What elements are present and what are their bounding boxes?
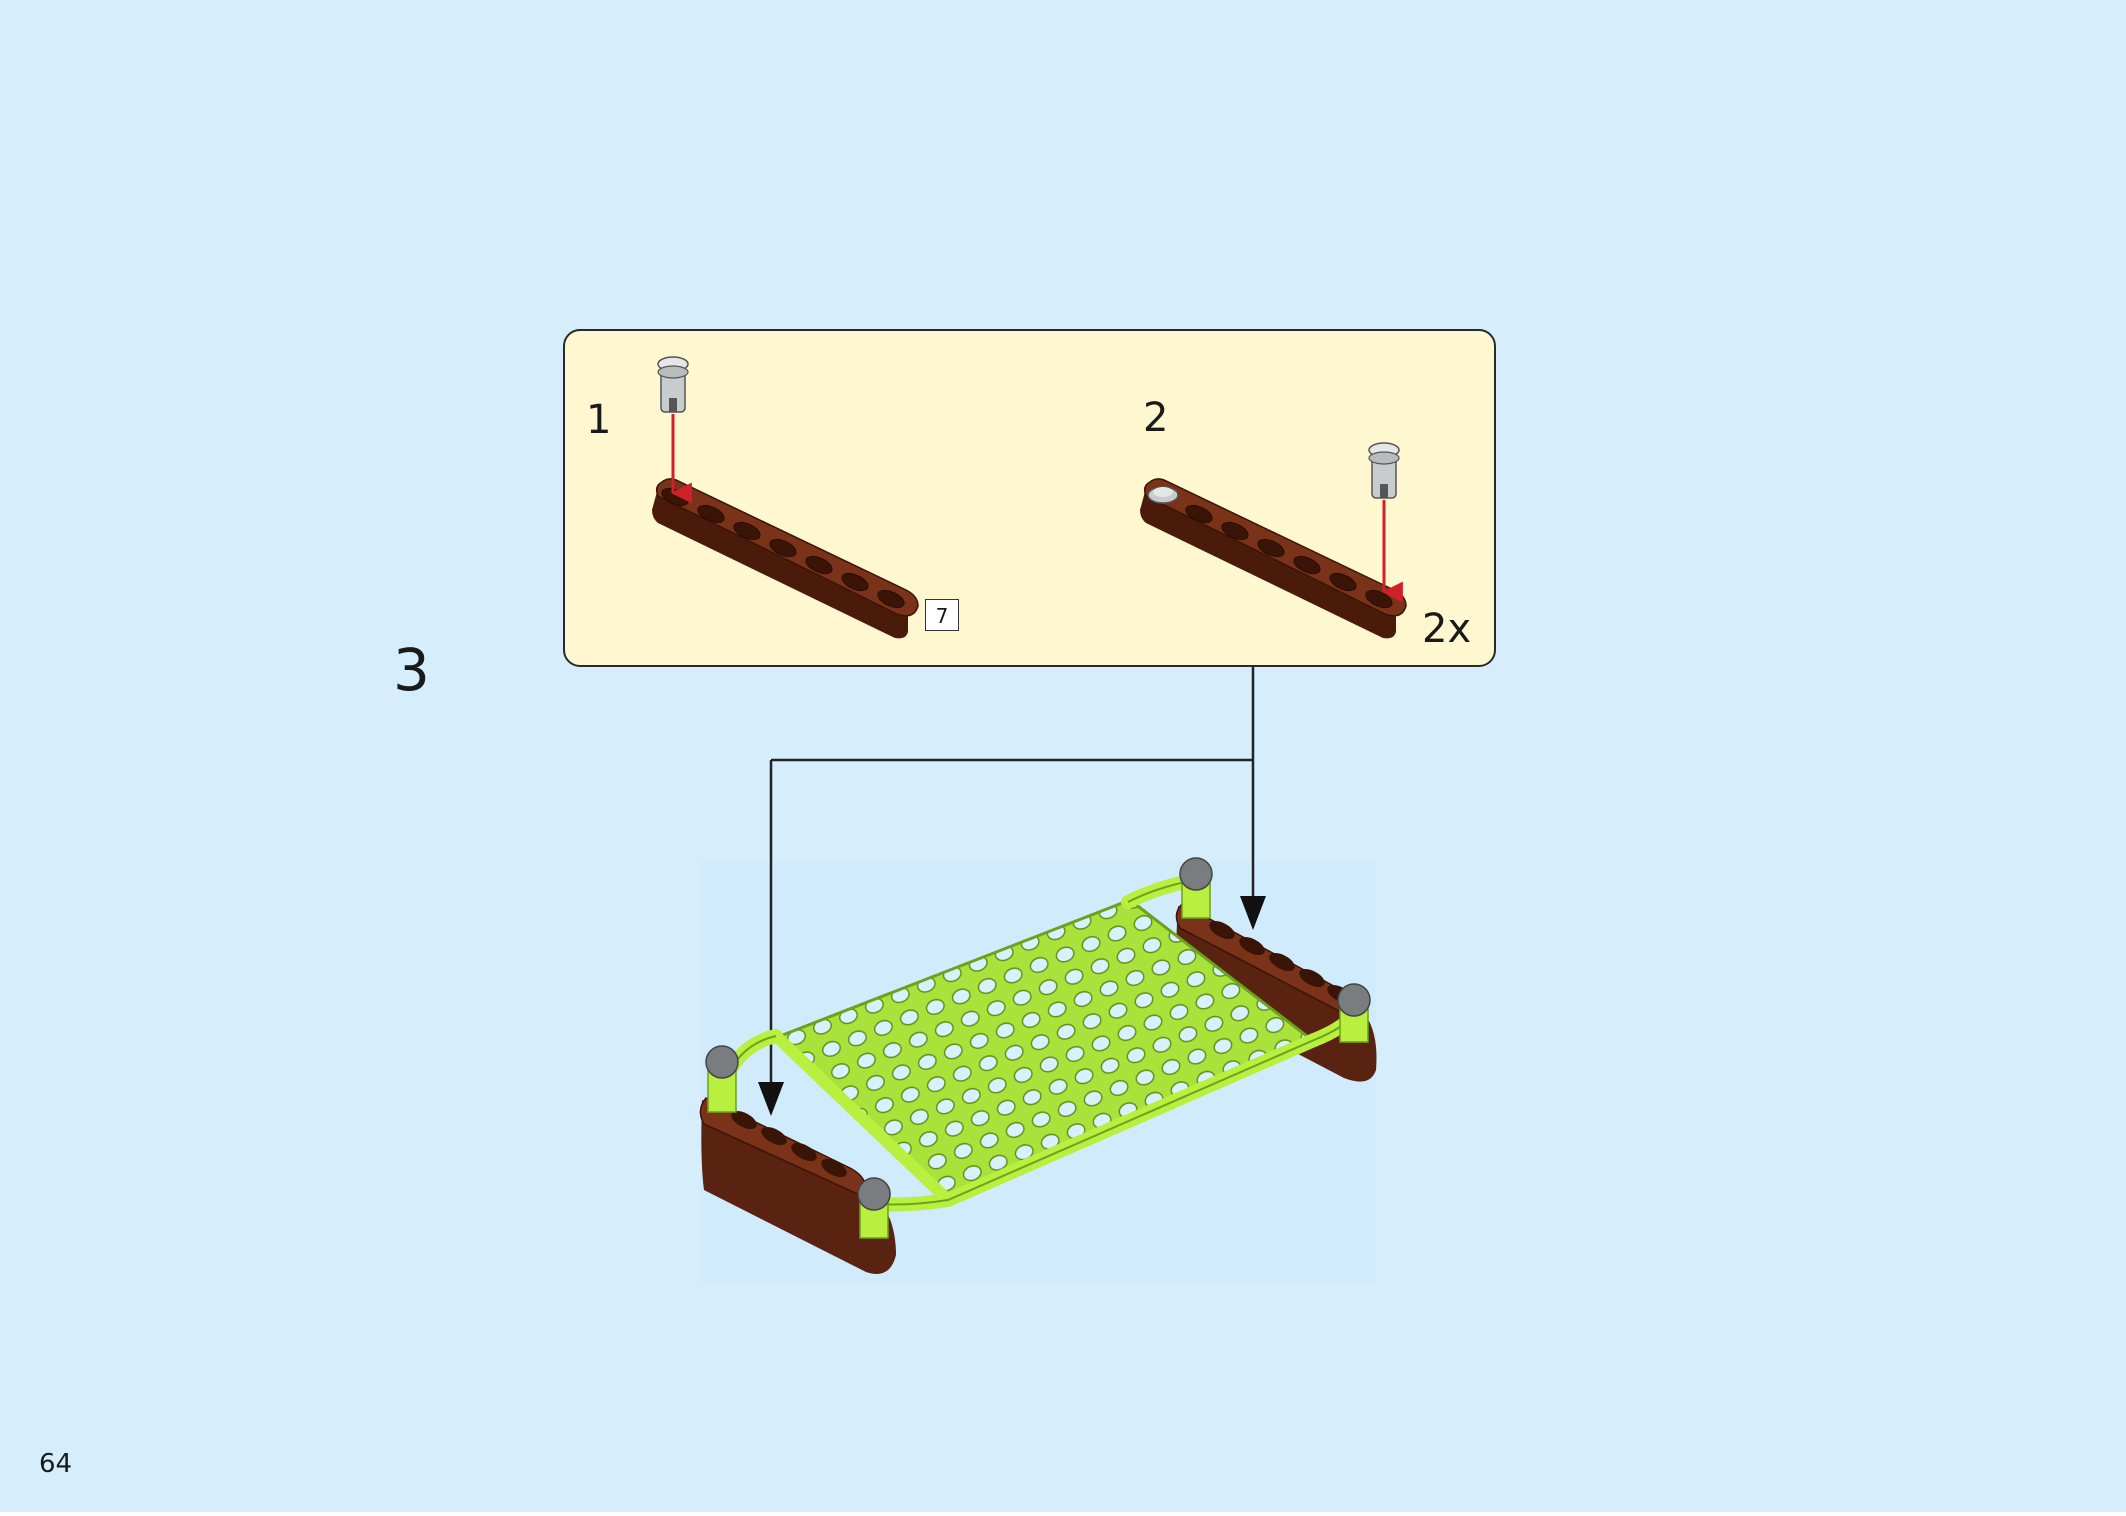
connector-arrowhead-right [1240, 896, 1266, 930]
technic-pin-icon [657, 356, 689, 413]
substep-2-number: 2 [1143, 395, 1169, 441]
net-hammock-icon [699, 857, 1377, 1274]
substep-1-beam [652, 478, 919, 639]
beam-length-label: 7 [925, 599, 959, 631]
step-number: 3 [393, 636, 430, 704]
page-number: 64 [39, 1449, 73, 1479]
multiplier-label: 2x [1422, 606, 1472, 652]
substep-2-beam [1140, 478, 1407, 639]
ball-joint-icons [705, 857, 1371, 1239]
technic-pin-icon-2 [1368, 442, 1400, 499]
substep-1-number: 1 [586, 397, 612, 443]
connector-arrowhead-left [758, 1082, 784, 1116]
